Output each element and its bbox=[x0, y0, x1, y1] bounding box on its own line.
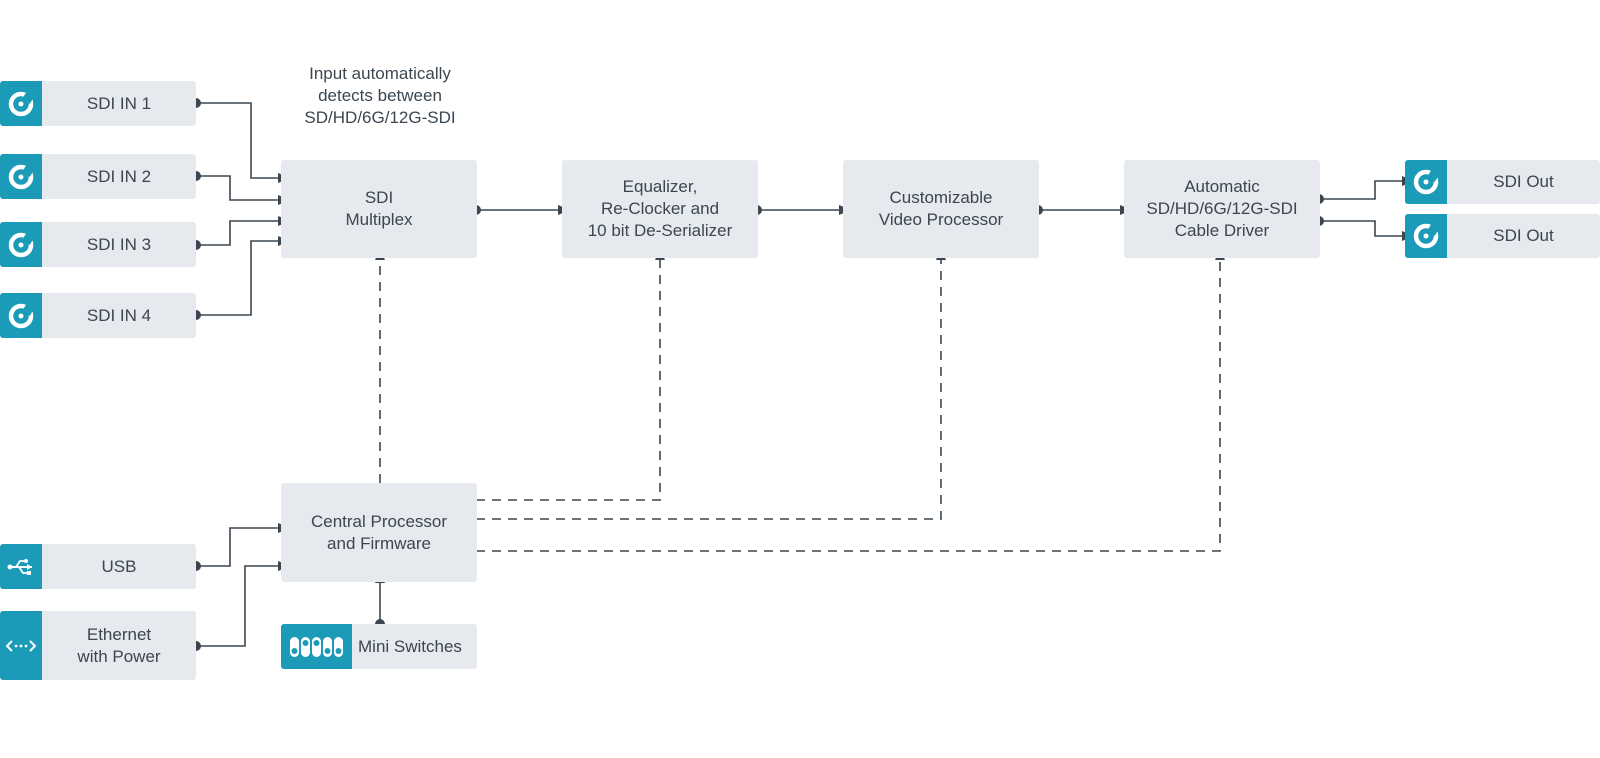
input-detection-note: Input automatically detects between SD/H… bbox=[284, 63, 476, 129]
note-line-1: Input automatically bbox=[309, 64, 451, 83]
bnc-connector-icon bbox=[1405, 160, 1447, 204]
sdi-input-label: SDI IN 3 bbox=[86, 234, 152, 254]
ethernet-label: Ethernet with Power bbox=[42, 611, 196, 680]
ethernet-line: with Power bbox=[77, 646, 161, 666]
bnc-connector-icon bbox=[0, 222, 42, 267]
block-line: SD/HD/6G/12G-SDI bbox=[1146, 199, 1298, 218]
note-line-2: detects between bbox=[318, 86, 442, 105]
control-wire-equalizer bbox=[476, 248, 665, 501]
wire-driver-out-2 bbox=[1319, 220, 1414, 241]
bnc-connector-icon bbox=[1405, 214, 1447, 258]
sdi-input-4: SDI IN 4 bbox=[0, 293, 196, 338]
sdi-input-2: SDI IN 2 bbox=[0, 154, 196, 199]
central-processor-block: Central Processor and Firmware bbox=[281, 483, 477, 582]
block-line: Video Processor bbox=[878, 210, 1004, 229]
usb-label: USB bbox=[101, 556, 137, 576]
control-wire-driver bbox=[476, 248, 1225, 552]
block-line: and Firmware bbox=[327, 533, 431, 553]
usb-input: USB bbox=[0, 544, 196, 589]
video-processor-block: Customizable Video Processor bbox=[843, 160, 1039, 258]
sdi-input-label: SDI IN 4 bbox=[86, 305, 152, 325]
block-line: Re-Clocker and bbox=[600, 199, 720, 218]
wire-driver-out-1 bbox=[1319, 176, 1414, 200]
sdi-input-1: SDI IN 1 bbox=[0, 81, 196, 126]
ethernet-icon bbox=[0, 611, 42, 680]
mini-switches-label: Mini Switches bbox=[358, 636, 462, 656]
sdi-input-3: SDI IN 3 bbox=[0, 222, 196, 267]
block-line: Cable Driver bbox=[1174, 221, 1270, 240]
wire-sdi-in-2 bbox=[196, 175, 290, 205]
wire-sdi-in-3 bbox=[196, 216, 290, 246]
dip-switch-icon bbox=[281, 624, 352, 669]
bnc-connector-icon bbox=[0, 81, 42, 126]
block-line: 10 bit De-Serializer bbox=[587, 221, 733, 240]
wire-ethernet bbox=[196, 561, 290, 647]
bnc-connector-icon bbox=[0, 154, 42, 199]
block-line: SDI bbox=[364, 188, 394, 207]
sdi-output-1: SDI Out bbox=[1405, 160, 1600, 204]
note-line-3: SD/HD/6G/12G-SDI bbox=[304, 108, 456, 127]
bnc-connector-icon bbox=[0, 293, 42, 338]
sdi-input-label: SDI IN 2 bbox=[86, 166, 152, 186]
block-line: Multiplex bbox=[345, 210, 413, 229]
control-wire-processor bbox=[476, 248, 946, 520]
cable-driver-block: Automatic SD/HD/6G/12G-SDI Cable Driver bbox=[1124, 160, 1320, 258]
block-line: Automatic bbox=[1184, 177, 1260, 196]
wire-usb bbox=[196, 523, 290, 567]
sdi-output-2: SDI Out bbox=[1405, 214, 1600, 258]
ethernet-line: Ethernet bbox=[86, 624, 152, 644]
block-line: Customizable bbox=[889, 188, 993, 207]
sdi-input-label: SDI IN 1 bbox=[86, 93, 152, 113]
sdi-output-label: SDI Out bbox=[1493, 226, 1554, 245]
block-line: Equalizer, bbox=[622, 177, 698, 196]
wire-sdi-in-1 bbox=[196, 102, 290, 183]
ethernet-input: Ethernet with Power bbox=[0, 611, 196, 680]
block-line: Central Processor bbox=[310, 511, 448, 531]
wire-sdi-in-4 bbox=[196, 236, 290, 316]
sdi-multiplex-block: SDI Multiplex bbox=[281, 160, 477, 258]
equalizer-block: Equalizer, Re-Clocker and 10 bit De-Seri… bbox=[562, 160, 758, 258]
usb-icon bbox=[0, 544, 42, 589]
mini-switches-input: Mini Switches bbox=[281, 624, 477, 669]
sdi-output-label: SDI Out bbox=[1493, 172, 1554, 191]
